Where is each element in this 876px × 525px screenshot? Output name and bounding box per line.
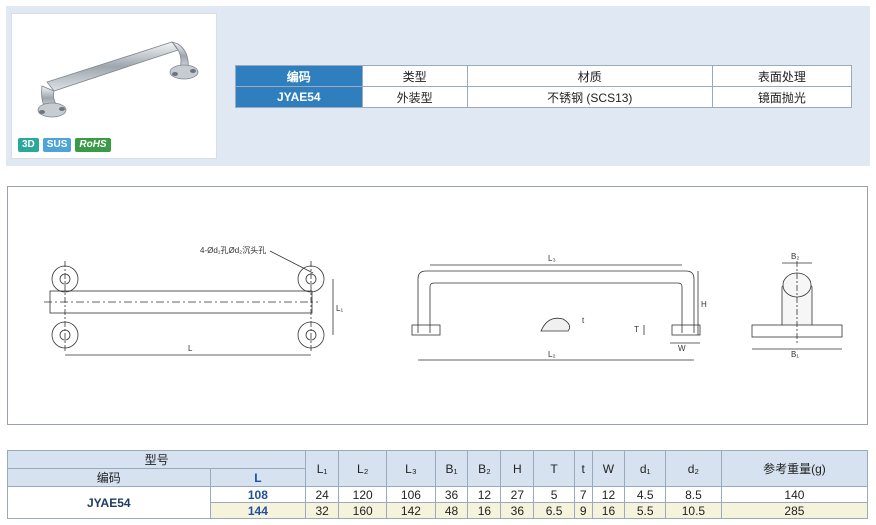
table-cell: 6.5 — [533, 502, 575, 519]
table-cell: 4.5 — [624, 486, 666, 503]
table-cell-L: 108 — [209, 486, 307, 503]
dim-L3-label: L₃ — [548, 254, 556, 263]
spec-value-code: JYAE54 — [235, 86, 363, 108]
table-cell: 12 — [591, 486, 626, 503]
spec-header-type: 类型 — [361, 65, 468, 87]
table-cell: 16 — [591, 502, 626, 519]
header-col: L₁ — [305, 450, 340, 487]
dim-L-label: L — [188, 344, 193, 353]
table-cell: 285 — [720, 502, 869, 519]
table-cell: 5 — [533, 486, 575, 503]
header-col: L₃ — [386, 450, 436, 487]
header-col: d₂ — [664, 450, 722, 487]
table-cell: 5.5 — [624, 502, 666, 519]
side-view: B₂ B₁ — [751, 252, 843, 359]
spec-table: 编码 类型 材质 表面处理 JYAE54 外装型 不锈钢 (SCS13) 镜面抛… — [235, 65, 853, 108]
header-col: T — [533, 450, 575, 487]
table-cell: 120 — [338, 486, 388, 503]
header-col: t — [573, 450, 593, 487]
header-model-group: 型号 — [6, 450, 307, 469]
table-cell: 8.5 — [664, 486, 722, 503]
technical-drawing: L L₁ 4-Ød₁孔Ød₂沉头孔 L₃ L₂ H T t W — [7, 186, 868, 425]
header-code: 编码 — [7, 468, 211, 487]
front-view: L₃ L₂ H T t W — [411, 254, 707, 361]
top-view: L L₁ 4-Ød₁孔Ød₂沉头孔 — [44, 245, 343, 356]
spec-header-row: 编码 类型 材质 表面处理 — [235, 65, 853, 87]
table-cell: 12 — [467, 486, 502, 503]
spec-value-material: 不锈钢 (SCS13) — [466, 86, 713, 108]
table-cell: 7 — [573, 486, 593, 503]
spec-value-finish: 镜面抛光 — [711, 86, 853, 108]
dim-L2-label: L₂ — [548, 350, 556, 359]
table-cell: 36 — [500, 502, 535, 519]
table-cell: 27 — [500, 486, 535, 503]
model-code-cell: JYAE54 — [7, 486, 211, 519]
dim-L1-label: L₁ — [336, 304, 343, 313]
header-L: L — [209, 468, 307, 487]
table-cell: 106 — [386, 486, 436, 503]
dim-t-label: t — [582, 316, 585, 325]
table-cell-L: 144 — [209, 502, 307, 519]
header-col: H — [500, 450, 535, 487]
table-cell: 36 — [434, 486, 469, 503]
table-cell: 48 — [434, 502, 469, 519]
spec-header-material: 材质 — [466, 65, 713, 87]
header-col: B₁ — [434, 450, 469, 487]
dim-B1-label: B₁ — [791, 350, 799, 359]
spec-value-row: JYAE54 外装型 不锈钢 (SCS13) 镜面抛光 — [235, 86, 853, 108]
table-cell: 24 — [305, 486, 340, 503]
table-header-row: 型号 L₁ L₂ L₃ B₁ B₂ H T t W d₁ d₂ 参考重量(g) — [6, 450, 869, 487]
table-cell: 32 — [305, 502, 340, 519]
badge-row: 3D SUS RoHS — [18, 138, 111, 152]
table-cell: 142 — [386, 502, 436, 519]
dim-T-label: T — [634, 325, 639, 334]
dim-W-label: W — [678, 344, 686, 353]
spec-header-code: 编码 — [235, 65, 363, 87]
3d-badge: 3D — [18, 138, 39, 152]
table-cell: 160 — [338, 502, 388, 519]
product-image-card: 3D SUS RoHS — [11, 13, 217, 159]
spec-value-type: 外装型 — [361, 86, 468, 108]
dimension-table: 型号 L₁ L₂ L₃ B₁ B₂ H T t W d₁ d₂ 参考重量(g) … — [6, 450, 869, 519]
hole-callout: 4-Ød₁孔Ød₂沉头孔 — [200, 245, 266, 255]
table-subheader-row: 编码 L — [7, 468, 868, 487]
header-col: d₁ — [624, 450, 666, 487]
header-col-weight: 参考重量(g) — [720, 450, 869, 487]
dim-B2-label: B₂ — [791, 252, 799, 261]
table-cell: 10.5 — [664, 502, 722, 519]
table-row: 144 32 160 142 48 16 36 6.5 9 16 5.5 10.… — [8, 502, 869, 519]
table-cell: 9 — [573, 502, 593, 519]
handle-photo — [37, 41, 199, 118]
header-col: W — [591, 450, 626, 487]
spec-header-finish: 表面处理 — [711, 65, 853, 87]
rohs-badge: RoHS — [75, 138, 111, 152]
table-row: JYAE54 108 24 120 106 36 12 27 5 7 12 4.… — [7, 486, 869, 519]
header-col: B₂ — [467, 450, 502, 487]
table-cell: 16 — [467, 502, 502, 519]
table-cell: 140 — [720, 486, 869, 503]
header-col: L₂ — [338, 450, 388, 487]
sus-badge: SUS — [42, 138, 72, 152]
dim-H-label: H — [701, 300, 707, 309]
